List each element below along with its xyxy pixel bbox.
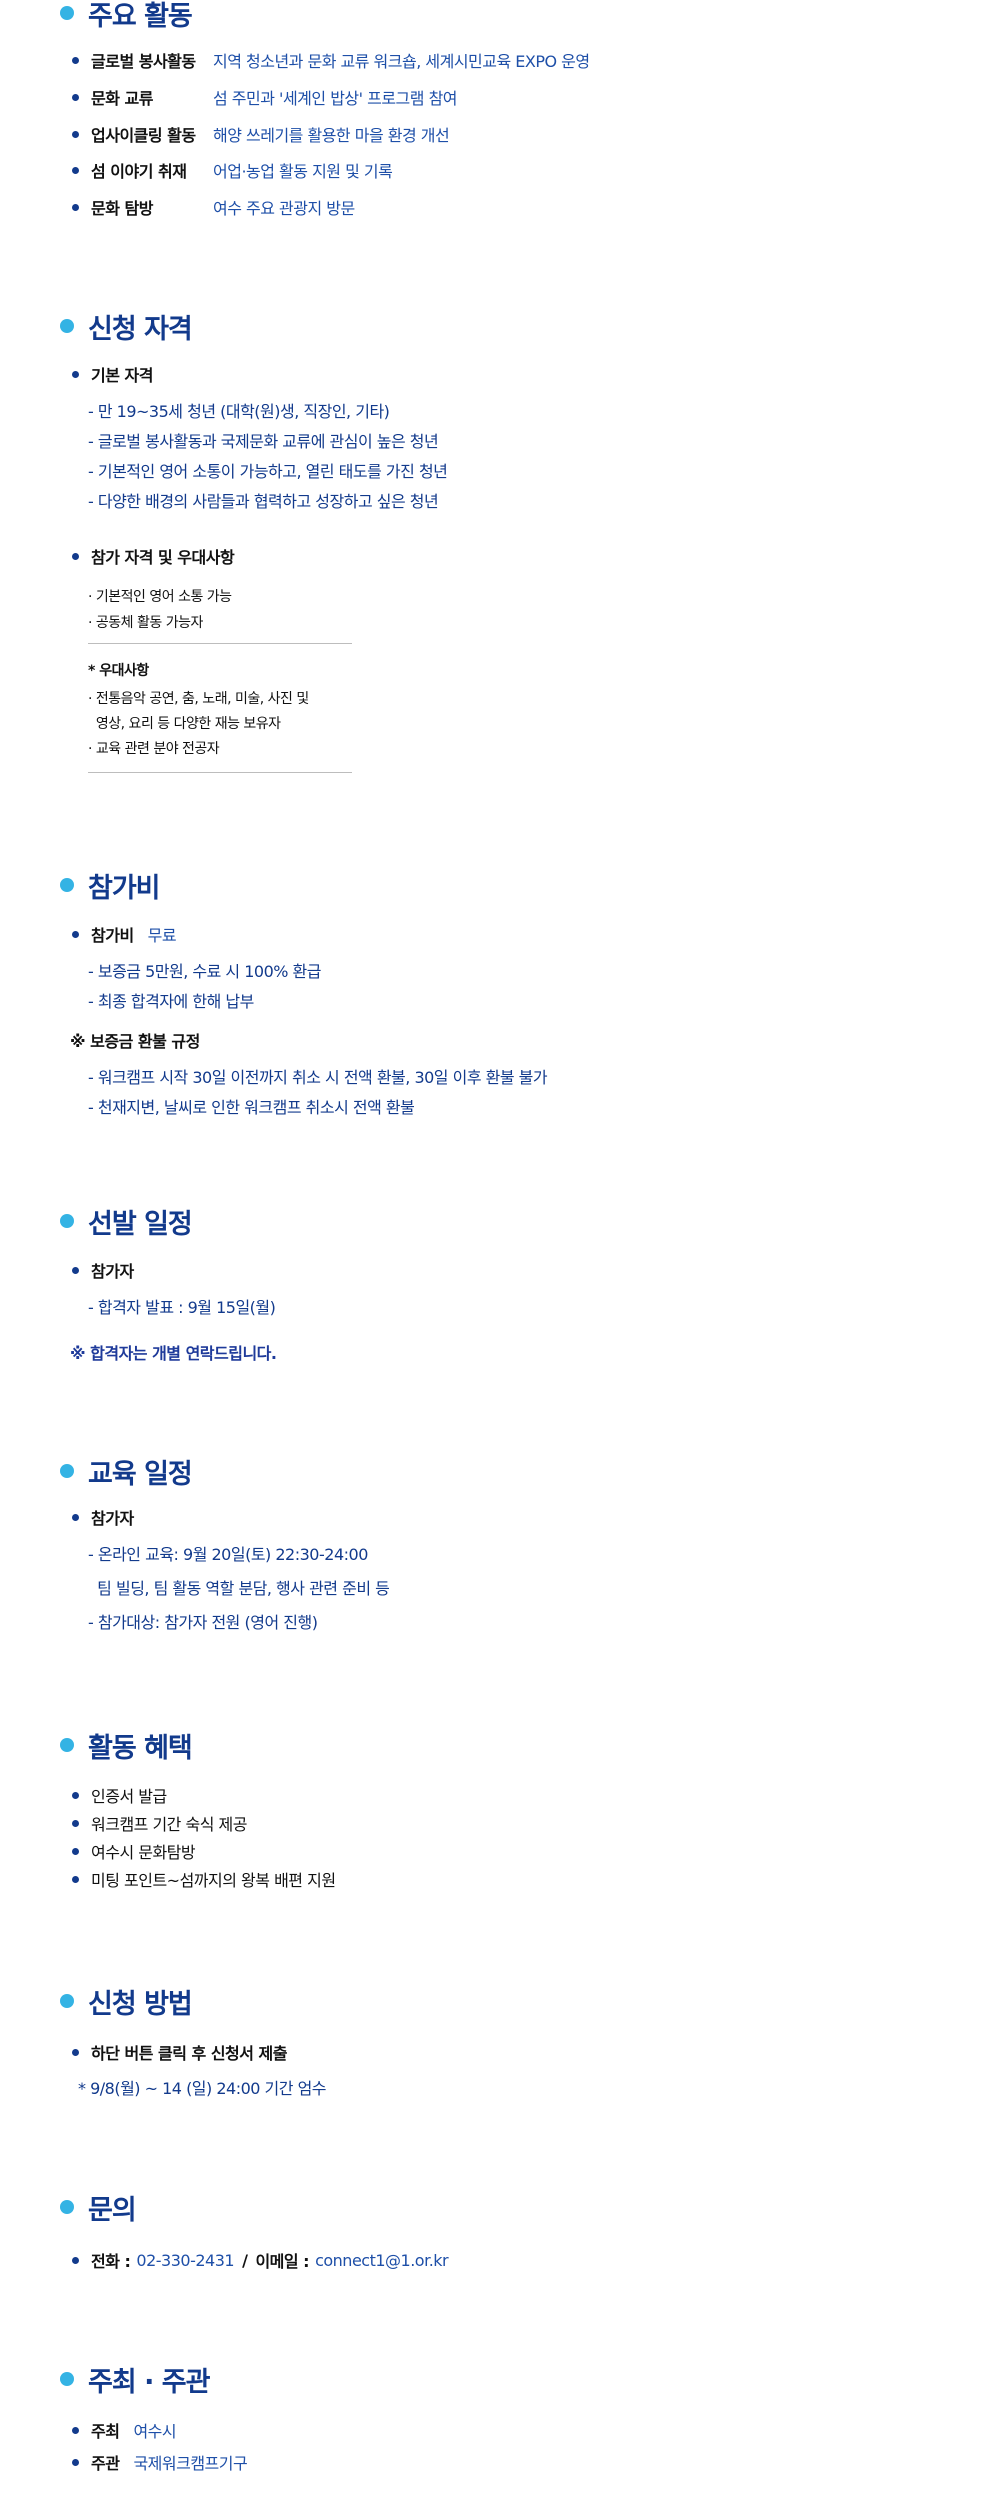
- activity-item: 글로벌 봉사활동 지역 청소년과 문화 교류 워크숍, 세계시민교육 EXPO …: [72, 48, 590, 72]
- title-dot-icon: [60, 1214, 74, 1228]
- basic-eligibility-line: - 기본적인 영어 소통이 가능하고, 열린 태도를 가진 청년: [88, 462, 448, 481]
- benefit-item: 인증서 발급: [72, 1783, 167, 1807]
- title-dot-icon: [60, 2200, 74, 2214]
- section-title-education: 교육 일정: [60, 1454, 193, 1490]
- contact-row: 전화 : 02-330-2431 / 이메일 : connect1@1.or.k…: [72, 2248, 449, 2272]
- section-title-benefits: 활동 혜택: [60, 1728, 193, 1764]
- activity-item: 문화 탐방 여수 주요 관광지 방문: [72, 195, 355, 219]
- bullet-icon: [72, 2458, 79, 2466]
- bullet-icon: [72, 2048, 79, 2056]
- bullet-icon: [72, 1847, 79, 1855]
- section-title-apply: 신청 방법: [60, 1984, 193, 2020]
- selection-label: 참가자: [72, 1258, 134, 1282]
- bullet-icon: [72, 56, 79, 64]
- education-label: 참가자: [72, 1505, 134, 1529]
- title-dot-icon: [60, 1738, 74, 1752]
- section-title-activities: 주요 활동: [60, 0, 193, 32]
- phone-number[interactable]: 02-330-2431: [136, 2250, 235, 2270]
- activity-item: 섬 이야기 취재 어업·농업 활동 지원 및 기록: [72, 158, 393, 182]
- activity-item: 문화 교류 섬 주민과 '세계인 밥상' 프로그램 참여: [72, 85, 458, 109]
- requirement-line: · 공동체 활동 가능자: [88, 615, 203, 631]
- preference-line: 영상, 요리 등 다양한 재능 보유자: [88, 716, 281, 732]
- activity-item: 업사이클링 활동 해양 쓰레기를 활용한 마을 환경 개선: [72, 122, 450, 146]
- section-title-host: 주최 · 주관: [60, 2362, 210, 2398]
- refund-line: - 워크캠프 시작 30일 이전까지 취소 시 전액 환불, 30일 이후 환불…: [88, 1068, 548, 1087]
- education-line: 팀 빌딩, 팀 활동 역할 분담, 행사 관련 준비 등: [88, 1579, 390, 1598]
- education-line: - 참가대상: 참가자 전원 (영어 진행): [88, 1613, 318, 1632]
- basic-eligibility-line: - 글로벌 봉사활동과 국제문화 교류에 관심이 높은 청년: [88, 432, 439, 451]
- benefit-item: 미팅 포인트~섬까지의 왕복 배편 지원: [72, 1867, 336, 1891]
- title-dot-icon: [60, 1994, 74, 2008]
- preference-line: · 전통음악 공연, 춤, 노래, 미술, 사진 및: [88, 691, 309, 707]
- bullet-icon: [72, 2256, 79, 2264]
- bullet-icon: [72, 93, 79, 101]
- preference-label: 참가 자격 및 우대사항: [72, 544, 235, 568]
- refund-title: ※ 보증금 환불 규정: [70, 1032, 200, 1051]
- section-title-eligibility: 신청 자격: [60, 309, 193, 345]
- basic-eligibility-label: 기본 자격: [72, 362, 153, 386]
- basic-eligibility-line: - 만 19~35세 청년 (대학(원)생, 직장인, 기타): [88, 402, 390, 421]
- email-link[interactable]: connect1@1.or.kr: [315, 2250, 449, 2270]
- host-item: 주관 국제워크캠프기구: [72, 2450, 248, 2474]
- bullet-icon: [72, 1791, 79, 1799]
- bullet-icon: [72, 552, 79, 560]
- selection-line: - 합격자 발표 : 9월 15일(월): [88, 1298, 276, 1317]
- bullet-icon: [72, 1819, 79, 1827]
- refund-line: - 천재지변, 날씨로 인한 워크캠프 취소시 전액 환불: [88, 1098, 415, 1117]
- fee-line: - 최종 합격자에 한해 납부: [88, 992, 254, 1011]
- bullet-icon: [72, 1513, 79, 1521]
- bullet-icon: [72, 130, 79, 138]
- section-title-contact: 문의: [60, 2190, 137, 2226]
- apply-period: * 9/8(월) ~ 14 (일) 24:00 기간 엄수: [78, 2079, 327, 2098]
- section-title-fee: 참가비: [60, 868, 161, 904]
- preference-line: · 교육 관련 분야 전공자: [88, 741, 220, 757]
- bullet-icon: [72, 930, 79, 938]
- section-title-selection: 선발 일정: [60, 1204, 193, 1240]
- bullet-icon: [72, 1875, 79, 1883]
- bullet-icon: [72, 370, 79, 378]
- title-dot-icon: [60, 1464, 74, 1478]
- divider: [88, 643, 352, 644]
- title-dot-icon: [60, 2372, 74, 2386]
- preference-title: * 우대사항: [88, 663, 149, 679]
- benefit-item: 워크캠프 기간 숙식 제공: [72, 1811, 247, 1835]
- bullet-icon: [72, 2426, 79, 2434]
- bullet-icon: [72, 166, 79, 174]
- apply-label: 하단 버튼 클릭 후 신청서 제출: [72, 2040, 288, 2064]
- education-line: - 온라인 교육: 9월 20일(토) 22:30-24:00: [88, 1545, 368, 1564]
- host-item: 주최 여수시: [72, 2418, 177, 2442]
- title-dot-icon: [60, 878, 74, 892]
- bullet-icon: [72, 1266, 79, 1274]
- divider: [88, 772, 352, 773]
- bullet-icon: [72, 203, 79, 211]
- benefit-item: 여수시 문화탐방: [72, 1839, 196, 1863]
- title-dot-icon: [60, 6, 74, 20]
- requirement-line: · 기본적인 영어 소통 가능: [88, 589, 232, 605]
- fee-row: 참가비 무료: [72, 922, 177, 946]
- title-dot-icon: [60, 319, 74, 333]
- selection-note: ※ 합격자는 개별 연락드립니다.: [70, 1344, 277, 1363]
- basic-eligibility-line: - 다양한 배경의 사람들과 협력하고 성장하고 싶은 청년: [88, 492, 439, 511]
- fee-line: - 보증금 5만원, 수료 시 100% 환급: [88, 962, 322, 981]
